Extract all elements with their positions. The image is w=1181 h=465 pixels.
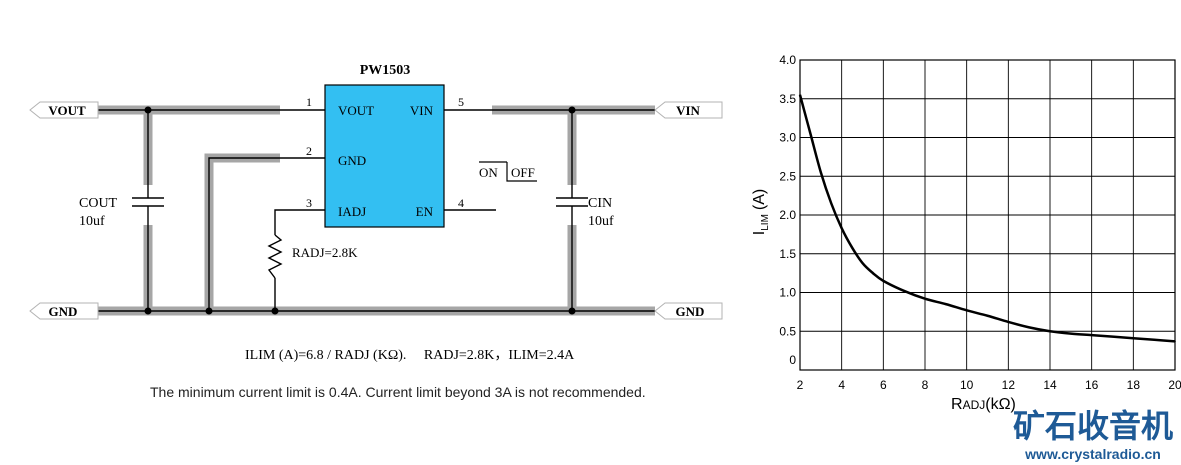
switch-off-label: OFF xyxy=(511,165,535,180)
y-tick-label-2: 1.0 xyxy=(779,286,796,300)
x-tick-label-9: 20 xyxy=(1168,378,1181,392)
x-tick-labels: 2 4 6 8 10 12 14 16 18 20 xyxy=(797,378,1181,392)
curve-point-18 xyxy=(1090,334,1093,336)
y-tick-label-1: 0.5 xyxy=(779,324,796,338)
curve-point-9 xyxy=(903,290,905,292)
pin-gnd-number: 2 xyxy=(306,144,312,158)
pin-vin-number: 5 xyxy=(458,95,464,109)
curve-point-20 xyxy=(1132,337,1135,340)
thin-wires xyxy=(96,109,655,312)
cout-value: 10uf xyxy=(79,214,105,229)
curve-point-4 xyxy=(840,227,843,229)
ic-name: PW1503 xyxy=(360,63,411,78)
pin-iadj-label: IADJ xyxy=(338,204,366,219)
switch-on-label: ON xyxy=(479,165,498,180)
port-gnd-left-label: GND xyxy=(49,304,78,319)
y-tick-label-6: 3.0 xyxy=(779,131,796,145)
curve-point-10 xyxy=(924,297,926,300)
y-axis-label-sub: LIM xyxy=(760,214,771,231)
curve-point-14 xyxy=(1007,321,1010,323)
x-tick-label-4: 10 xyxy=(960,378,974,392)
cin-value: 10uf xyxy=(588,214,614,229)
curve-point-0 xyxy=(799,94,801,96)
pin-vin-label: VIN xyxy=(410,103,434,118)
x-tick-label-6: 14 xyxy=(1043,378,1057,392)
plot-frame xyxy=(799,59,1176,371)
note-text: The minimum current limit is 0.4A. Curre… xyxy=(150,384,646,400)
curve-point-13 xyxy=(986,314,989,317)
y-tick-label-8: 4.0 xyxy=(779,53,796,67)
x-tick-label-0: 2 xyxy=(797,378,804,392)
pin-en-label: EN xyxy=(416,204,434,219)
y-axis-label: ILIM (A) xyxy=(751,189,771,235)
schematic: PW1503 VOUT GND IADJ VIN EN 1 2 3 5 4 VO… xyxy=(29,63,723,400)
port-gnd-left: GND xyxy=(29,302,99,320)
pin-vout-label: VOUT xyxy=(338,103,374,118)
port-vout-label: VOUT xyxy=(48,103,86,118)
port-gnd-right: GND xyxy=(654,302,723,320)
curve-point-17 xyxy=(1070,332,1072,335)
y-tick-label-3: 1.5 xyxy=(779,247,796,261)
y-tick-labels: 0 0.5 1.0 1.5 2.0 2.5 3.0 3.5 4.0 xyxy=(779,53,796,367)
watermark-url: www.crystalradio.cn xyxy=(1024,446,1161,462)
ilim-curve-series xyxy=(798,94,1176,343)
curve-point-21 xyxy=(1153,338,1155,341)
y-axis-label-main: I xyxy=(751,231,768,235)
curve-point-6 xyxy=(861,262,864,264)
y-tick-label-7: 3.5 xyxy=(779,92,796,106)
curve-point-12 xyxy=(965,309,968,312)
x-axis-label-sub: ADJ xyxy=(963,398,986,412)
curve-point-11 xyxy=(945,303,947,305)
y-tick-label-0: 0 xyxy=(789,353,796,367)
curve-points xyxy=(799,94,1176,343)
pin-vout-number: 1 xyxy=(306,95,312,109)
x-tick-label-5: 12 xyxy=(1002,378,1016,392)
chart-grid xyxy=(799,59,1176,371)
formula-text: ILIM (A)=6.8 / RADJ (KΩ). RADJ=2.8K，ILIM… xyxy=(245,348,575,363)
x-axis-label-unit: (kΩ) xyxy=(985,396,1016,413)
curve-point-22 xyxy=(1174,340,1176,343)
x-tick-label-8: 18 xyxy=(1127,378,1141,392)
curve-point-1 xyxy=(809,132,812,135)
radj-label: RADJ=2.8K xyxy=(292,245,358,260)
x-axis-label: RADJ(kΩ) xyxy=(951,396,1016,413)
x-tick-label-3: 8 xyxy=(922,378,929,392)
y-axis-label-unit: (A) xyxy=(751,189,768,210)
curve-point-2 xyxy=(820,171,822,174)
pin-iadj-number: 3 xyxy=(306,196,312,210)
curve-point-16 xyxy=(1049,330,1051,333)
junction-dots xyxy=(144,106,576,315)
radj-resistor xyxy=(267,234,283,279)
cout-capacitor xyxy=(132,197,164,207)
curve-point-8 xyxy=(882,280,885,282)
curve-point-5 xyxy=(851,246,853,249)
port-vin: VIN xyxy=(654,101,723,119)
curve-point-7 xyxy=(872,272,874,274)
on-off-switch: ON OFF xyxy=(479,161,537,182)
port-vin-label: VIN xyxy=(676,103,700,118)
y-tick-label-5: 2.5 xyxy=(779,169,796,183)
curve-point-19 xyxy=(1111,335,1114,338)
x-tick-label-1: 4 xyxy=(838,378,845,392)
port-vout: VOUT xyxy=(29,101,99,119)
watermark: 矿石收音机 www.crystalradio.cn xyxy=(1013,408,1173,462)
curve-point-15 xyxy=(1028,326,1030,329)
x-tick-label-2: 6 xyxy=(880,378,887,392)
x-axis-label-main: R xyxy=(951,396,963,413)
curve-point-3 xyxy=(830,202,833,205)
chart: 0 0.5 1.0 1.5 2.0 2.5 3.0 3.5 4.0 2 4 6 8 10 12 14 16 18… xyxy=(751,53,1181,413)
watermark-chinese: 矿石收音机 xyxy=(1013,408,1173,444)
y-tick-label-4: 2.0 xyxy=(779,208,796,222)
pin-gnd-label: GND xyxy=(338,153,366,168)
cin-name: CIN xyxy=(588,196,612,211)
cout-name: COUT xyxy=(79,196,118,211)
pin-en-number: 4 xyxy=(458,196,464,210)
ic-body xyxy=(324,84,445,228)
cin-capacitor xyxy=(556,197,588,207)
x-tick-label-7: 16 xyxy=(1085,378,1099,392)
port-gnd-right-label: GND xyxy=(676,304,705,319)
